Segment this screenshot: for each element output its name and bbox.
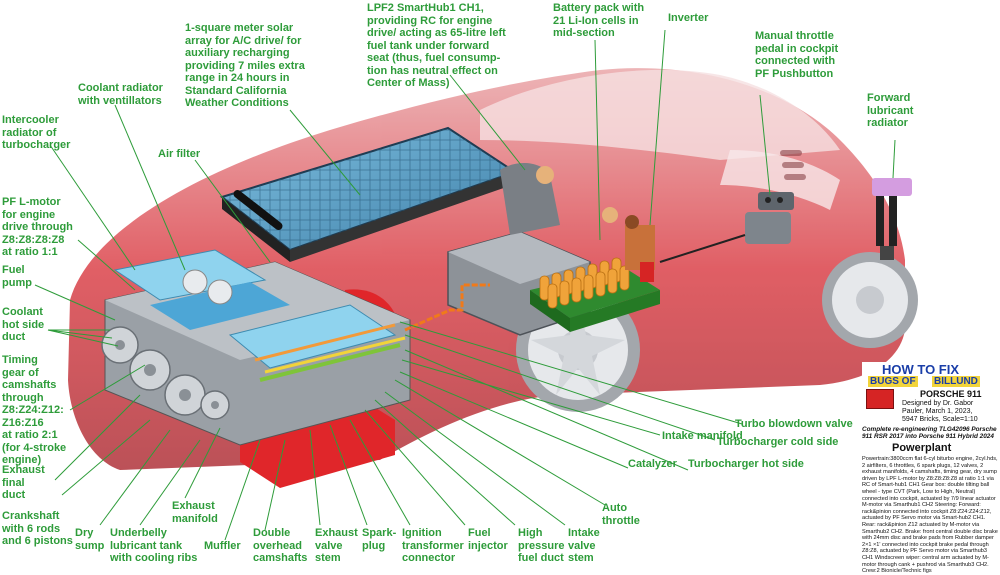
inverter <box>625 215 655 282</box>
label-air-filter: Air filter <box>158 148 201 160</box>
label-coolant-radiator: Coolant radiator with ventillators <box>78 82 163 107</box>
logo-billund: BILLUND <box>932 376 980 387</box>
label-fuel-pump: Fuel pump <box>2 264 32 289</box>
label-exhaust-final-duct: Exhaust final duct <box>2 464 45 501</box>
logo-porsche: PORSCHE 911 <box>920 389 982 399</box>
info-box: HOW TO FIX BUGS OF BILLUND PORSCHE 911 D… <box>862 362 998 575</box>
label-dohc: Double overhead camshafts <box>253 527 308 564</box>
label-coolant-hot-side: Coolant hot side duct <box>2 306 45 343</box>
label-underbelly-tank: Underbelly lubricant tank with cooling r… <box>110 527 198 564</box>
engine <box>101 249 490 488</box>
leader-lines <box>34 29 896 541</box>
logo-brick-icon <box>866 389 894 409</box>
logo-credit: Designed by Dr. Gabor Pauler, March 1, 2… <box>902 400 978 423</box>
label-forward-lubricant-radiator: Forward lubricant radiator <box>867 92 914 129</box>
label-exhaust-valve-stem: Exhaust valve stem <box>315 527 358 564</box>
label-solar-array: 1-square meter solar array for A/C drive… <box>185 22 305 109</box>
label-catalyzer: Catalyzer <box>628 458 677 470</box>
label-lpf2-smarthub: LPF2 SmartHub1 CH1, providing RC for eng… <box>367 2 506 89</box>
label-fuel-injector: Fuel injector <box>468 527 508 552</box>
label-intake-valve-stem: Intake valve stem <box>568 527 600 564</box>
label-turbo-cold-side: Turbocharger cold side <box>717 436 839 448</box>
label-exhaust-manifold: Exhaust manifold <box>172 500 218 525</box>
throttle-pedal <box>659 192 794 263</box>
logo-description: Powertrain:3800ccm flat 6-cyl biturbo en… <box>862 456 998 575</box>
logo-section-title: Powerplant <box>892 442 952 454</box>
label-battery-pack: Battery pack with 21 Li-Ion cells in mid… <box>553 2 645 39</box>
label-dry-sump: Dry sump <box>75 527 105 552</box>
label-throttle-pedal: Manual throttle pedal in cockpit connect… <box>755 30 839 80</box>
battery-pack <box>530 257 660 332</box>
label-turbo-blowdown-valve: Turbo blowdown valve <box>735 418 853 430</box>
label-spark-plug: Spark- plug <box>362 527 397 552</box>
label-pf-lmotor: PF L-motor for engine drive through Z8:Z… <box>2 196 73 258</box>
label-intake-manifold: Intake manifold <box>662 430 743 442</box>
label-inverter: Inverter <box>668 12 709 24</box>
label-turbo-hot-side: Turbocharger hot side <box>688 458 804 470</box>
label-timing-gear: Timing gear of camshafts through Z8:Z24:… <box>2 354 67 466</box>
logo-bugs-of: BUGS OF <box>868 376 918 387</box>
label-hp-fuel-duct: High pressure fuel duct <box>518 527 565 564</box>
label-auto-throttle: Auto throttle <box>602 502 640 527</box>
solar-array <box>219 126 518 262</box>
forward-lubricant-radiator <box>872 178 912 260</box>
label-muffler: Muffler <box>204 540 241 552</box>
label-crankshaft: Crankshaft with 6 rods and 6 pistons <box>2 510 73 547</box>
powerplant-diagram <box>34 29 918 541</box>
logo-how-to-fix: HOW TO FIX <box>882 362 960 377</box>
label-ignition-connector: Ignition transformer connector <box>402 527 464 564</box>
logo-subtitle: Complete re-engineering TLG42096 Porsche… <box>862 426 997 441</box>
label-intercooler: Intercooler radiator of turbocharger <box>2 114 71 151</box>
